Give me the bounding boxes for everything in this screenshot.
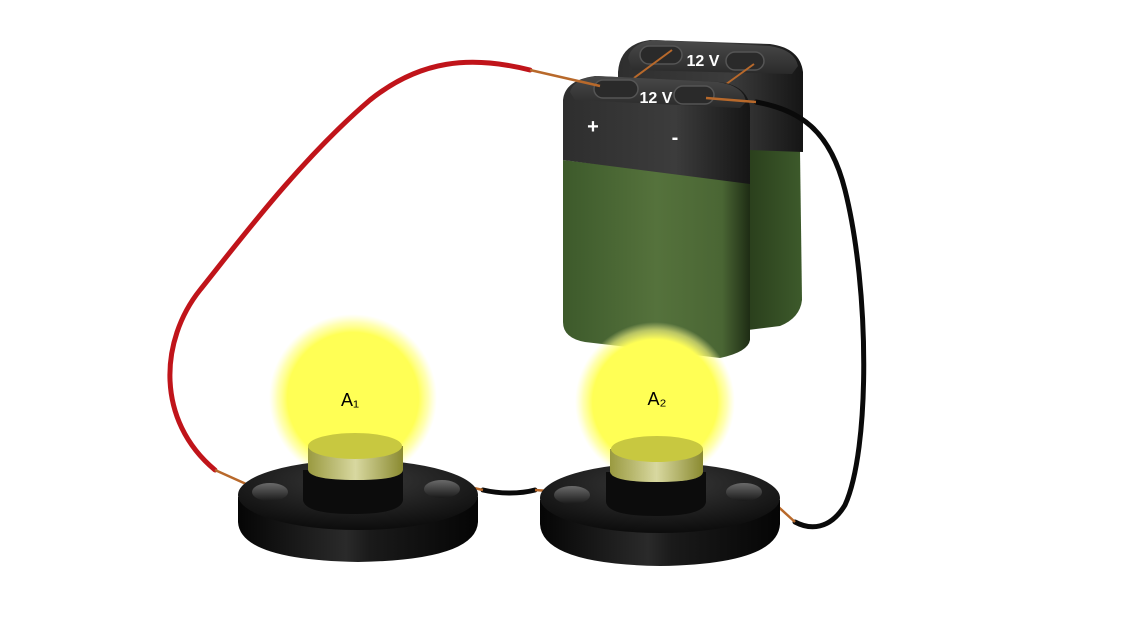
battery-front: 12 V + - <box>563 76 750 358</box>
battery-back-lead-positive <box>633 49 673 79</box>
lamp-2-screw-left <box>554 486 590 504</box>
battery-front-terminal-negative <box>673 85 715 105</box>
black-wire-right-copper-top <box>705 96 757 104</box>
battery-front-plus-sign: + <box>587 116 599 138</box>
lamp-2-bulb-top <box>611 436 703 462</box>
battery-front-minus-sign: - <box>672 127 679 149</box>
lamp-1-socket <box>303 470 403 514</box>
battery-front-voltage-label: 12 V <box>640 90 673 107</box>
battery-back-terminal-negative <box>725 51 765 71</box>
lamp-2-socket <box>606 472 706 516</box>
lamp-1: A₁ <box>238 314 478 562</box>
lamp-1-screw-right <box>424 480 460 498</box>
battery-front-terminal-positive <box>593 79 639 99</box>
battery-back-terminal-positive <box>639 45 683 65</box>
lamp-2-label: A₂ <box>648 389 667 409</box>
battery-back-voltage-label: 12 V <box>687 53 720 70</box>
lamp-2: A₂ <box>540 322 780 566</box>
lamp-2-screw-right <box>726 483 762 501</box>
battery-front-body <box>563 160 750 358</box>
red-wire <box>167 59 533 473</box>
lamp-1-label: A₁ <box>341 390 359 410</box>
lamp-1-screw-left <box>252 483 288 501</box>
black-wire-middle <box>480 487 538 496</box>
battery-back: 12 V <box>618 40 803 330</box>
red-wire-copper-end-top <box>529 68 601 88</box>
black-wire-right <box>753 99 867 530</box>
battery-back-body <box>748 150 802 330</box>
lamp-1-bulb-top <box>308 433 402 459</box>
